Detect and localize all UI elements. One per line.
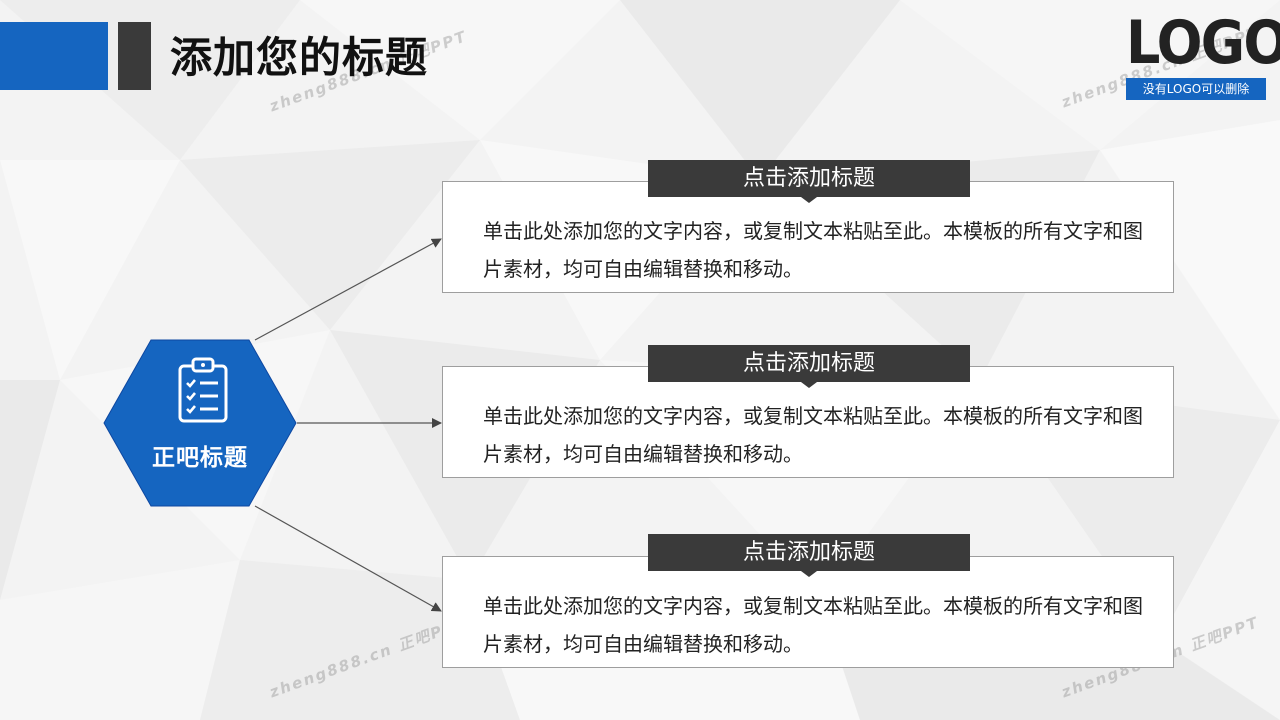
page-title[interactable]: 添加您的标题 [170,33,429,82]
connector-arrow-1 [254,238,442,341]
header-dark-block [118,22,151,90]
logo-caption[interactable]: 没有LOGO可以删除 [1126,78,1266,100]
header-accent-block [0,22,108,90]
card-body-text[interactable]: 单击此处添加您的文字内容，或复制文本粘贴至此。本模板的所有文字和图片素材，均可自… [483,404,1143,466]
hub-title[interactable]: 正吧标题 [152,445,248,471]
card-title-tag-1[interactable]: 点击添加标题 [648,160,970,203]
card-title-tag-3[interactable]: 点击添加标题 [648,534,970,577]
card-body-text[interactable]: 单击此处添加您的文字内容，或复制文本粘贴至此。本模板的所有文字和图片素材，均可自… [483,219,1143,281]
card-body-text[interactable]: 单击此处添加您的文字内容，或复制文本粘贴至此。本模板的所有文字和图片素材，均可自… [483,594,1143,656]
connector-arrow-3 [254,505,442,612]
clipboard-checklist-icon [178,357,228,423]
content-card-2[interactable]: 单击此处添加您的文字内容，或复制文本粘贴至此。本模板的所有文字和图片素材，均可自… [442,366,1174,478]
card-title-tag-2[interactable]: 点击添加标题 [648,345,970,388]
hub-hexagon[interactable] [103,339,297,507]
